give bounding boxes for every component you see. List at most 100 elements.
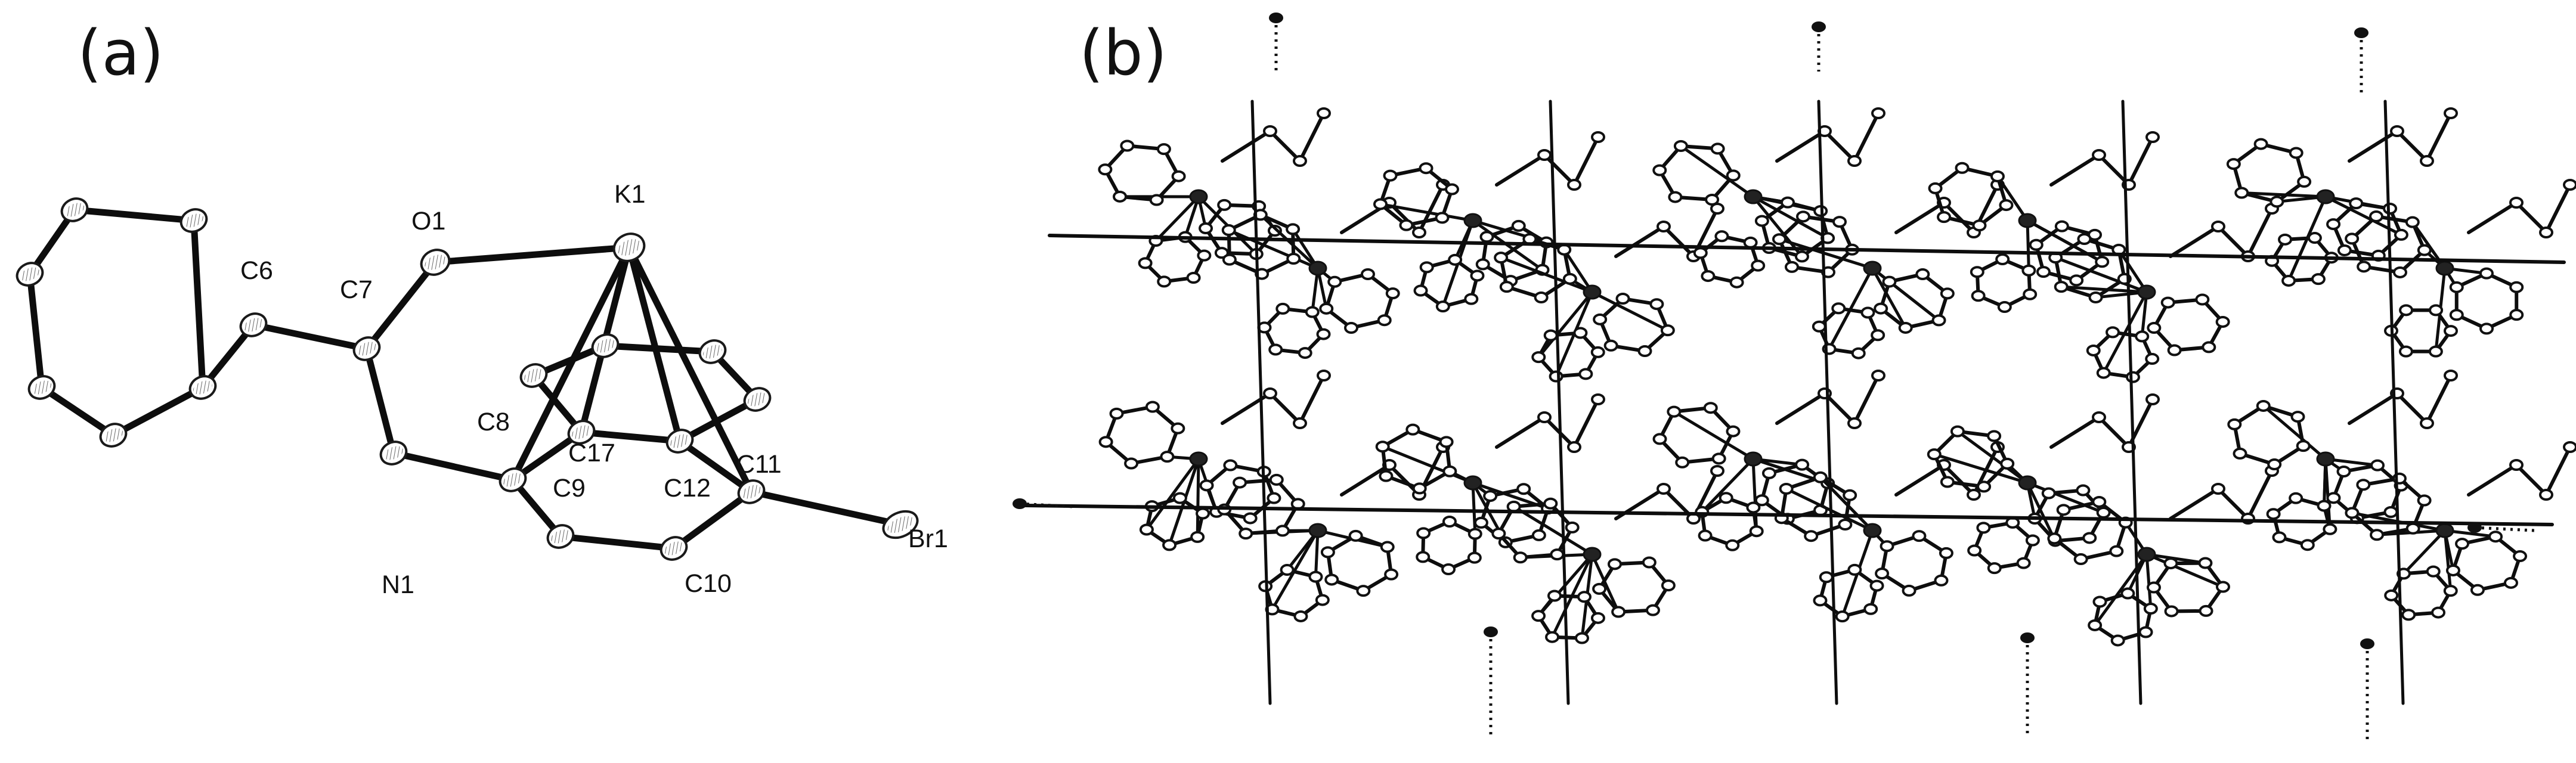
bond-k1-c12 xyxy=(626,244,683,445)
atom xyxy=(1754,215,1769,227)
k-contact xyxy=(1828,266,1874,351)
atom xyxy=(1549,370,1563,383)
atom xyxy=(1710,142,1725,155)
atom xyxy=(1970,266,1984,278)
atom xyxy=(2405,522,2420,535)
atom-ca xyxy=(519,363,548,388)
k-contact xyxy=(1537,290,1594,359)
atom xyxy=(2073,553,2088,566)
molecule-unit xyxy=(2345,179,2576,358)
atom xyxy=(1124,457,1139,470)
side-chain xyxy=(2467,445,2572,498)
atom-cb xyxy=(591,333,620,358)
atom xyxy=(1441,563,1456,575)
k-contact xyxy=(1259,213,1320,270)
atom xyxy=(2086,344,2101,356)
atom xyxy=(1162,539,1177,551)
atom xyxy=(2023,288,2038,300)
terminal-atom xyxy=(2467,522,2482,533)
bond-r3-r4 xyxy=(110,384,206,439)
atom xyxy=(1860,306,1875,319)
atom xyxy=(1705,193,1720,206)
k-contact xyxy=(1227,228,1320,270)
atom xyxy=(1592,582,1607,595)
k-contact xyxy=(1196,457,1200,539)
bond-n1-c8 xyxy=(390,449,516,483)
atom xyxy=(2509,309,2524,321)
atom xyxy=(1531,529,1546,541)
chain-bond xyxy=(1024,504,2554,526)
atom xyxy=(2431,606,2446,619)
atom xyxy=(2125,371,2140,383)
terminal-atom xyxy=(2360,638,2374,649)
atom xyxy=(2401,609,2416,621)
terminal-atom xyxy=(1484,626,1498,637)
atom xyxy=(1813,471,1828,483)
atom-c17 xyxy=(567,420,596,445)
atom xyxy=(1574,632,1589,644)
atom xyxy=(2398,345,2413,358)
atom xyxy=(2056,504,2071,516)
atom xyxy=(2054,281,2069,293)
atom xyxy=(1781,196,1795,209)
atom xyxy=(1293,155,1307,167)
atom xyxy=(1467,528,1482,540)
atom xyxy=(2443,585,2458,597)
side-chain xyxy=(1775,374,1880,427)
bond-c17-ca xyxy=(530,372,585,436)
atom xyxy=(1967,489,1981,501)
atom-r3 xyxy=(188,375,217,400)
atom xyxy=(2160,296,2175,309)
atom-c11 xyxy=(737,479,766,504)
atom xyxy=(1435,300,1450,313)
atom-k xyxy=(1189,189,1208,204)
ring xyxy=(2389,308,2453,353)
atom xyxy=(2147,322,2162,334)
atom xyxy=(1795,210,1810,223)
atom xyxy=(1098,163,1113,176)
k-contact xyxy=(2026,481,2106,514)
atom xyxy=(1199,479,1214,492)
atom xyxy=(2289,147,2303,159)
atom xyxy=(1698,529,1713,542)
atom xyxy=(2215,315,2230,328)
atom xyxy=(1149,194,1164,206)
atom xyxy=(1898,321,1913,334)
k-contact xyxy=(2287,195,2327,283)
k-contact xyxy=(2145,553,2153,610)
k-contact xyxy=(1590,290,1670,332)
atom xyxy=(2455,538,2470,550)
bond-c12-c11 xyxy=(676,438,755,495)
vertical-bond xyxy=(1250,100,1272,705)
atom xyxy=(1940,287,1955,300)
atom xyxy=(1912,530,1927,542)
atom xyxy=(2390,125,2404,137)
atom xyxy=(1263,125,1277,137)
atom xyxy=(2356,479,2371,491)
atom xyxy=(1875,567,1890,580)
atom xyxy=(1937,211,1952,224)
atom xyxy=(1275,302,1290,315)
atom xyxy=(1239,528,1253,540)
atom xyxy=(2426,565,2441,578)
molecule-unit xyxy=(1774,441,2005,623)
atom xyxy=(2326,218,2341,231)
panel-b-label: (b) xyxy=(1079,17,1167,89)
atom-k xyxy=(1863,523,1882,538)
atom-c9 xyxy=(546,524,575,549)
atom-labels: O1 K1 C6 C7 C8 C17 C9 C12 C11 N1 C10 Br1 xyxy=(240,180,948,599)
atom xyxy=(1819,571,1834,584)
atom xyxy=(1995,253,2010,266)
atom xyxy=(1794,250,1809,263)
atom xyxy=(1491,528,1506,540)
atom xyxy=(2349,197,2364,210)
atom xyxy=(1268,343,1283,356)
atom xyxy=(2120,587,2135,600)
side-chain xyxy=(2049,135,2154,188)
atom xyxy=(2226,158,2241,170)
atom-k xyxy=(2018,475,2037,491)
crystal-packing-panel: (b) xyxy=(1013,13,2576,739)
atom xyxy=(1275,525,1290,537)
bond-c11-br1 xyxy=(748,488,904,528)
atom xyxy=(1987,562,2002,575)
